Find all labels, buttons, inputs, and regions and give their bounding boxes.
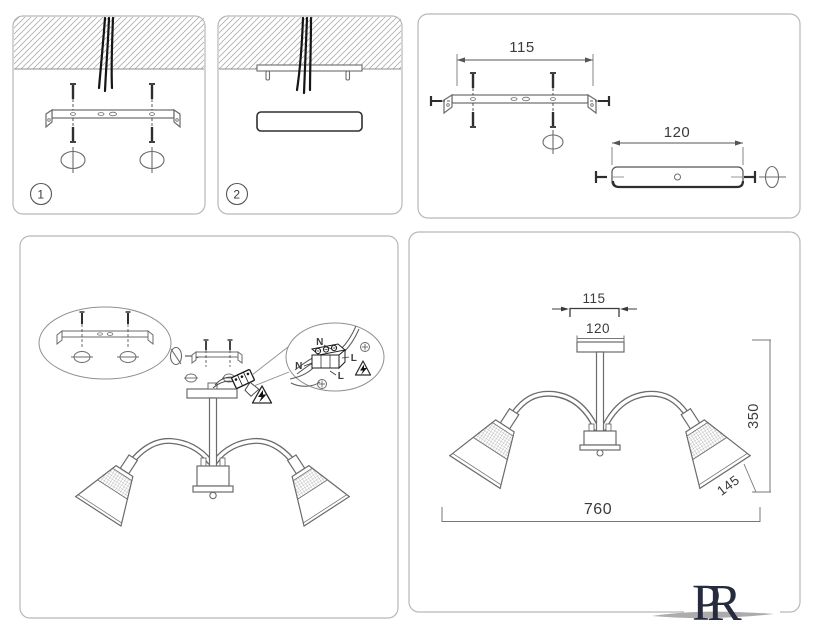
hub-body <box>196 465 230 487</box>
label-live-bottom: L <box>338 371 345 382</box>
side-screws <box>429 96 611 106</box>
hub-flange <box>192 485 234 493</box>
canopy-cover <box>256 111 363 132</box>
dim-115-label: 115 <box>509 39 534 56</box>
callout-line <box>251 346 289 376</box>
dim-120-label: 120 <box>586 321 610 336</box>
supply-wires <box>97 16 115 93</box>
warning-triangle-icon <box>251 385 273 404</box>
small-bracket-screws <box>203 339 233 367</box>
mounting-screws <box>470 72 556 128</box>
small-bracket <box>191 351 243 364</box>
terminal-connector <box>231 369 260 397</box>
screw-head-icon <box>60 147 165 173</box>
ground-screw-icon <box>317 342 370 389</box>
bracket-width-dimension: 115 <box>456 39 594 86</box>
ceiling-plate <box>186 388 238 399</box>
wire-clamp <box>207 382 218 390</box>
callout-line <box>253 371 290 387</box>
hub-body <box>583 430 617 446</box>
height-dimension: 350 <box>746 339 771 493</box>
finial <box>209 491 217 500</box>
logo-swoosh <box>652 611 774 619</box>
bracket-callout-ellipse <box>38 306 172 380</box>
lamp-shade <box>286 454 351 527</box>
supply-wires <box>295 16 313 95</box>
screw-head-icon <box>759 165 786 189</box>
step1-drawing: 1 <box>14 16 204 206</box>
lamp-shade <box>680 407 752 490</box>
mounting-screws <box>70 83 155 143</box>
warning-triangle-icon <box>354 360 372 376</box>
terminal-block <box>310 343 347 370</box>
fixture-dimensions-drawing: 115 120 350 145 760 <box>441 291 771 522</box>
total-width-dimension: 760 <box>441 501 761 522</box>
turn-screw-icon <box>169 346 183 366</box>
label-live-top: L <box>351 353 358 364</box>
hardware-dimensions-panel <box>417 13 801 219</box>
dim-120-label: 120 <box>664 124 691 141</box>
screw-head-icon <box>71 351 139 363</box>
bracket-width-dimension: 115 <box>552 291 637 317</box>
step1-number: 1 <box>37 188 44 202</box>
hardware-dimensions-drawing: 115 <box>429 39 786 189</box>
finial <box>596 449 604 457</box>
chandelier <box>450 341 752 490</box>
step2-number: 2 <box>233 188 240 202</box>
canopy-screws <box>594 171 757 183</box>
center-pole <box>208 397 218 468</box>
chandelier <box>76 382 351 527</box>
ceiling-plate <box>576 341 625 353</box>
mounting-bracket <box>443 93 597 115</box>
screw-head-icon <box>542 130 564 154</box>
step-badge: 2 <box>225 182 249 206</box>
canopy-cover <box>611 166 745 189</box>
label-neutral-bottom: N <box>295 361 303 372</box>
hub-flange <box>579 444 621 451</box>
dim-760-label: 760 <box>584 501 612 518</box>
step2-drawing: 2 <box>219 16 401 206</box>
callout-screws <box>79 311 131 349</box>
lamp-arm <box>212 437 351 527</box>
dim-350-label: 350 <box>746 403 762 429</box>
canopy-width-dimension: 120 <box>611 124 744 165</box>
dim-115-label: 115 <box>582 291 605 306</box>
center-pole <box>595 351 605 432</box>
canopy-width-dimension: 120 <box>576 321 625 342</box>
step-badge: 1 <box>29 182 53 206</box>
label-neutral-top: N <box>316 337 324 348</box>
lamp-arm <box>601 390 752 490</box>
wire-labels: N L N L <box>295 337 357 382</box>
mounting-bracket <box>45 108 181 129</box>
assembly-drawing: N L N L <box>38 306 385 527</box>
callout-bracket <box>56 329 154 346</box>
